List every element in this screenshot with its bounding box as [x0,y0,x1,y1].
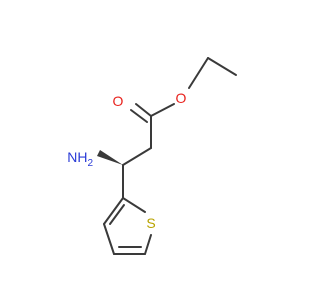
bond-ethyl-ch3-ch2 [207,57,237,76]
ester-oxygen-label: O [176,90,187,106]
molecule-structure: O O NH2 S [67,57,237,255]
bond-ester-oxygen-carbonyl-carbon [150,103,175,117]
amine-nh-text: NH [67,149,87,165]
bond-carbonyl-double-1 [135,103,152,117]
carbonyl-oxygen-label: O [113,93,124,109]
wedge-bond-chiral-to-amine [97,150,123,165]
amine-label: NH2 [67,149,93,169]
ester-chain-bonds [122,57,237,199]
bond-carbonyl-double-2 [130,109,148,123]
bond-c5-sulfur [144,234,152,255]
thiophene-ring [103,197,152,255]
bond-c2-c3-inner [109,204,125,225]
bond-ch2-ester-oxygen [188,57,209,89]
bond-c3-c4 [103,223,115,255]
bond-ch2-chiral-carbon [122,147,152,166]
amine-subscript: 2 [87,158,93,169]
sulfur-label: S [146,215,155,231]
molecule-diagram: O O NH2 S [67,57,237,255]
bond-sulfur-c2 [122,197,146,213]
bond-c2-c3 [103,197,124,225]
